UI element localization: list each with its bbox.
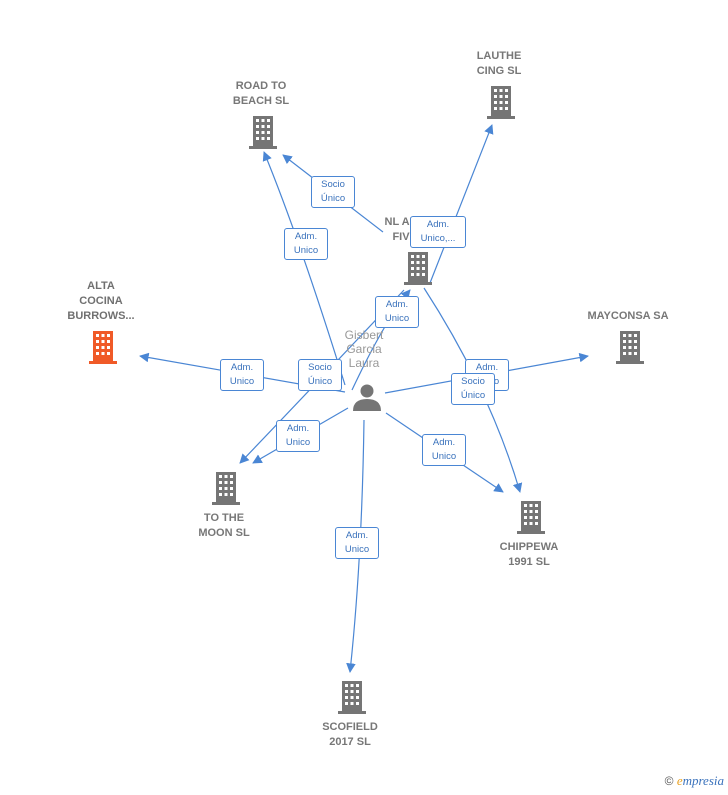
- person-icon[interactable]: [353, 384, 381, 412]
- road-to-beach-building-icon[interactable]: [249, 116, 277, 149]
- edge-label-adm-moon: Adm. Unico: [276, 420, 320, 452]
- company-label-lauthe-cing[interactable]: LAUTHE CING SL: [476, 50, 522, 77]
- nl-an-five-building-icon[interactable]: [404, 252, 432, 285]
- company-label-chippewa[interactable]: CHIPPEWA 1991 SL: [499, 541, 559, 568]
- copyright-icon: ©: [664, 774, 674, 788]
- empresia-watermark: © empresia: [665, 773, 724, 789]
- company-label-to-the-moon[interactable]: TO THE MOON SL: [198, 512, 250, 539]
- company-label-alta-cocina[interactable]: ALTA COCINA BURROWS...: [67, 280, 135, 322]
- edge-label-socio-road: Socio Único: [311, 176, 355, 208]
- alta-cocina-building-icon[interactable]: [89, 331, 117, 364]
- edge-label-adm-alta: Adm. Unico: [220, 359, 264, 391]
- scofield-building-icon[interactable]: [338, 681, 366, 714]
- lauthe-cing-building-icon[interactable]: [487, 86, 515, 119]
- edge-label-adm-scofield: Adm. Unico: [335, 527, 379, 559]
- edge-label-socio-chippewa: Socio Único: [451, 373, 495, 405]
- edge-label-adm-chippewa: Adm. Unico: [422, 434, 466, 466]
- person-label[interactable]: Gisbert Garcia Laura: [344, 328, 384, 370]
- company-label-scofield[interactable]: SCOFIELD 2017 SL: [322, 721, 378, 748]
- company-label-mayconsa[interactable]: MAYCONSA SA: [587, 310, 669, 322]
- mayconsa-building-icon[interactable]: [616, 331, 644, 364]
- edge-label-adm-lauthe: Adm. Unico,...: [410, 216, 466, 248]
- chippewa-building-icon[interactable]: [517, 501, 545, 534]
- company-label-road-to-beach[interactable]: ROAD TO BEACH SL: [232, 80, 290, 107]
- to-the-moon-building-icon[interactable]: [212, 472, 240, 505]
- edge-adm-lauthe: [429, 124, 494, 284]
- edge-label-adm-road: Adm. Unico: [284, 228, 328, 260]
- empresia-brand: empresia: [676, 773, 724, 788]
- edge-label-socio-moon: Socio Único: [298, 359, 342, 391]
- edge-label-adm-nl: Adm. Unico: [375, 296, 419, 328]
